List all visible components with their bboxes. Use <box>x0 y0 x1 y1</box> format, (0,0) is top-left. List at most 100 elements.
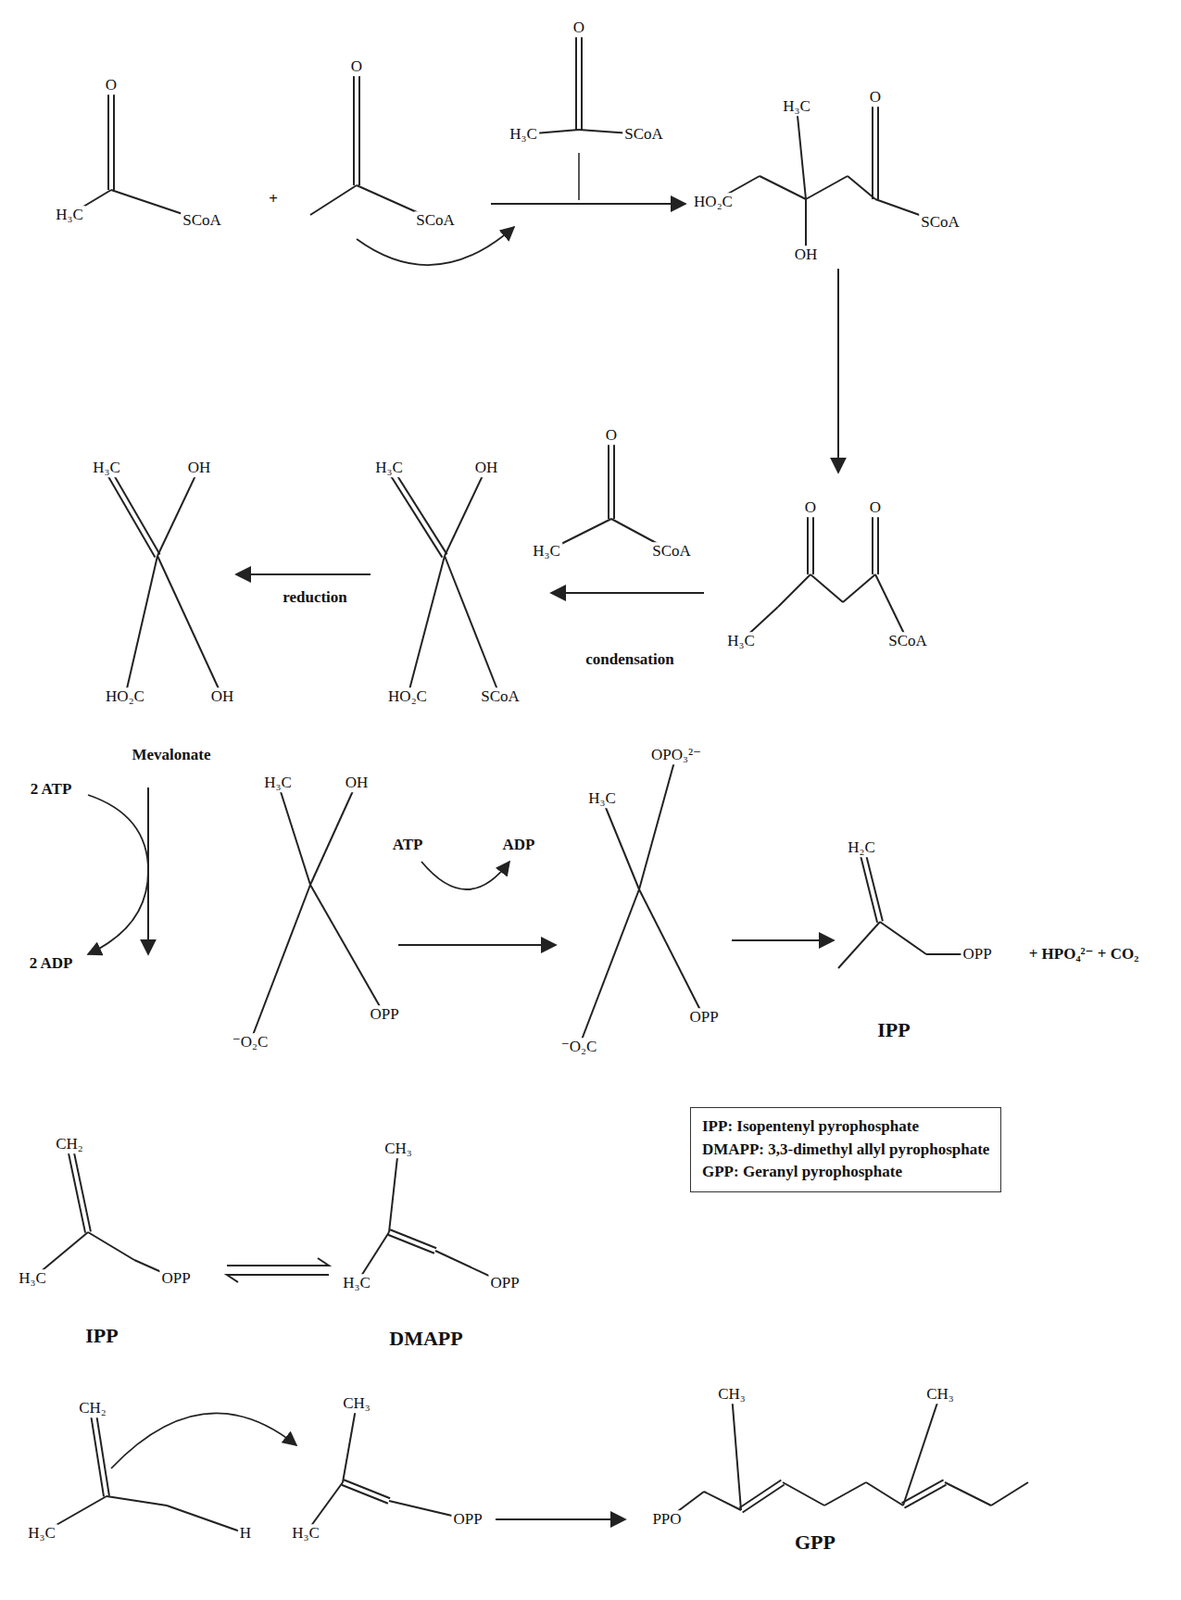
chemical-bond <box>106 1495 167 1506</box>
chemical-bond <box>759 175 806 200</box>
atom-label: H₃C <box>53 205 86 225</box>
atom-label: H₃C <box>373 458 405 478</box>
atom-label: OH <box>473 458 501 478</box>
chemical-bond <box>871 97 874 200</box>
chemical-bond <box>871 507 874 575</box>
atom-label: OPP <box>687 1007 720 1027</box>
atom-label: O <box>571 18 587 38</box>
curved-arrow <box>111 1412 297 1469</box>
curved-arrow <box>421 861 510 890</box>
reaction-arrow <box>398 943 556 946</box>
reaction-arrow <box>551 591 704 594</box>
atom-label: SCoA <box>886 631 930 651</box>
atom-label: HO₂C <box>103 687 147 706</box>
atom-label: H₃C <box>16 1268 49 1288</box>
chemical-bond <box>250 884 311 1043</box>
atom-label: SCoA <box>622 125 666 144</box>
reaction-note: Mevalonate <box>130 745 214 765</box>
atom-label: PPO <box>650 1509 683 1529</box>
atom-label: H₃C <box>530 541 563 561</box>
atom-label: OPP <box>367 1005 401 1024</box>
chemical-bond <box>310 782 357 885</box>
atom-label: OPO₃²⁻ <box>649 745 704 765</box>
abbreviation-text: IPP: Isopentenyl pyrophosphate <box>702 1115 990 1139</box>
curved-arrow <box>356 226 515 265</box>
equilibrium-arrows <box>226 1257 329 1282</box>
atom-label: CH₃ <box>382 1139 415 1158</box>
chemical-bond <box>810 574 843 603</box>
chemical-bond <box>877 507 880 575</box>
abbreviation-box: IPP: Isopentenyl pyrophosphateDMAPP: 3,3… <box>690 1106 1002 1193</box>
chemical-bond <box>103 469 155 558</box>
atom-label: H₃C <box>289 1523 322 1543</box>
atom-label: ⁻O₂C <box>559 1037 600 1056</box>
chemical-bond <box>358 66 361 186</box>
chemical-bond <box>87 1231 135 1260</box>
atom-label: CH₂ <box>53 1134 86 1154</box>
atom-label: O <box>867 498 883 517</box>
reaction-arrow <box>495 1518 626 1521</box>
chemical-bond <box>444 467 487 556</box>
atom-label: HO₂C <box>691 192 735 212</box>
chemical-bond <box>991 1482 1029 1506</box>
reaction-arrow <box>731 939 834 942</box>
abbreviation-text: DMAPP: 3,3-dimethyl allyl pyrophosphate <box>702 1138 990 1162</box>
atom-label: O <box>803 498 818 517</box>
chemical-bond <box>739 1480 781 1508</box>
forward-arrow <box>226 1257 329 1266</box>
chemical-bond <box>166 1505 246 1533</box>
atom-label: SCoA <box>650 541 693 561</box>
reaction-note: 2 ATP <box>28 779 75 799</box>
compound-name: DMAPP <box>387 1326 465 1350</box>
atom-label: O <box>349 57 365 76</box>
reaction-note: reduction <box>280 588 350 607</box>
reaction-arrow <box>236 573 371 576</box>
chemical-bond <box>389 1229 437 1248</box>
chemical-bond <box>444 555 501 697</box>
chemical-bond <box>847 175 876 200</box>
chemical-bond <box>575 27 578 130</box>
reverse-arrow <box>226 1274 329 1282</box>
atom-label: CH₃ <box>340 1394 373 1413</box>
chemical-bond <box>578 889 640 1047</box>
atom-label: OPP <box>451 1509 484 1529</box>
reaction-arrow <box>837 268 840 473</box>
chemical-bond <box>875 574 908 641</box>
chemical-bond <box>778 574 811 607</box>
chemical-bond <box>805 175 848 200</box>
chemical-bond <box>866 1482 904 1506</box>
chemical-bond <box>742 1483 785 1512</box>
chemical-bond <box>879 921 927 955</box>
chemical-bond <box>310 185 357 215</box>
chemical-bond <box>607 435 610 519</box>
chemical-bond <box>838 921 880 968</box>
reaction-arrow <box>490 202 686 205</box>
atom-label: H₃C <box>340 1273 373 1293</box>
chemical-bond <box>902 1479 944 1503</box>
chemical-bond <box>602 798 640 890</box>
chemical-bond <box>157 467 200 556</box>
chemical-bond <box>903 1394 941 1506</box>
atom-label: CH₃ <box>716 1384 748 1404</box>
chemical-bond <box>391 465 448 554</box>
chemical-bond <box>639 889 704 1018</box>
chemical-bond <box>580 27 583 130</box>
chemical-bond <box>731 1394 742 1510</box>
curved-arrow <box>87 794 149 955</box>
chemical-bond <box>107 85 110 190</box>
atom-label: H <box>238 1523 253 1543</box>
chemical-bond <box>157 555 223 697</box>
chemical-bond <box>613 435 616 519</box>
chemical-bond <box>113 85 115 190</box>
atom-label: H₃C <box>780 97 813 116</box>
atom-label: H₃C <box>507 125 540 144</box>
atom-label: H₂C <box>845 838 878 857</box>
atom-label: SCoA <box>478 687 522 706</box>
atom-label: O <box>867 87 883 107</box>
atom-label: OH <box>343 773 371 792</box>
chemical-bond <box>343 1479 390 1498</box>
chemical-bond <box>782 1482 825 1506</box>
chemical-bond <box>877 97 880 200</box>
atom-label: O <box>103 75 119 95</box>
